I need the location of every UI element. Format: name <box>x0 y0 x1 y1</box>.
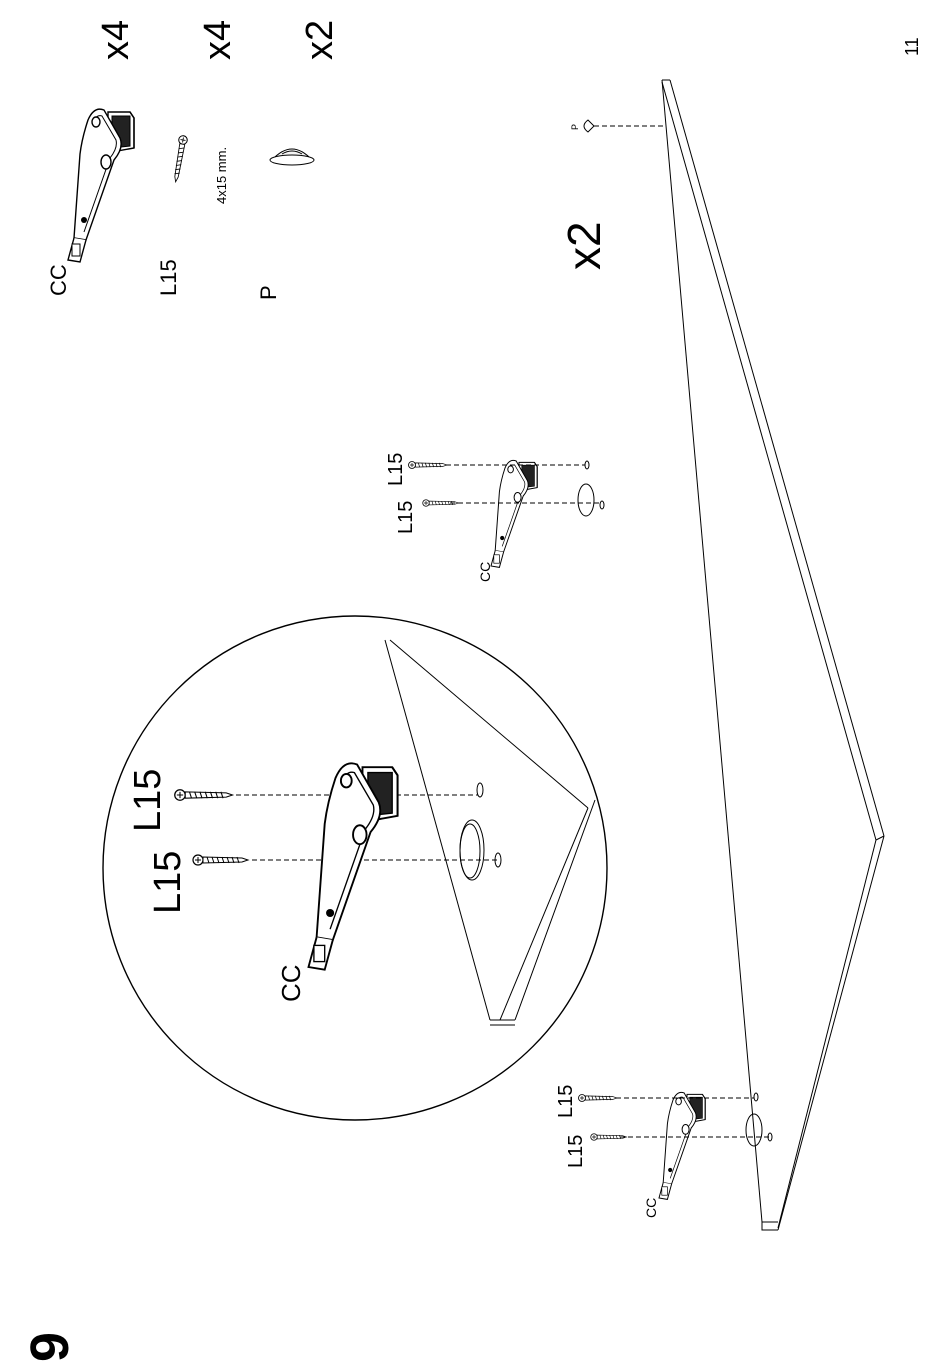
board-multiplier: x2 <box>558 221 610 270</box>
part-code-l15: L15 <box>156 259 181 296</box>
upper-bracket-label: CC <box>477 562 493 582</box>
parts-legend: CC L15 4x15 mm. P x4 x4 x2 <box>46 20 341 300</box>
step-number: 9 <box>20 1332 80 1362</box>
detail-screw-label-bottom: L15 <box>147 851 189 914</box>
detail-magnifier: L15 L15 CC <box>103 616 607 1120</box>
part-qty-p: x2 <box>299 20 341 60</box>
upper-screw-label-bottom: L15 <box>395 501 417 534</box>
upper-screw-label-top: L15 <box>385 453 407 486</box>
page-number: 11 <box>902 37 922 56</box>
board-cap: P <box>570 120 666 132</box>
lower-bracket-label: CC <box>643 1198 659 1218</box>
upper-bracket-assembly: L15 L15 CC <box>385 453 604 582</box>
part-code-cc: CC <box>46 264 71 296</box>
cap-icon <box>270 149 314 165</box>
part-qty-cc: x4 <box>95 20 137 60</box>
screw-icon <box>171 135 187 183</box>
lower-screw-label-bottom: L15 <box>565 1135 587 1168</box>
part-code-p: P <box>256 285 281 300</box>
detail-bracket-label: CC <box>276 964 306 1002</box>
board-panel <box>662 80 884 1230</box>
part-qty-l15: x4 <box>197 20 239 60</box>
detail-screw-label-top: L15 <box>127 769 169 832</box>
board-cap-label: P <box>570 124 580 130</box>
lower-bracket-assembly: L15 L15 CC <box>555 1085 772 1218</box>
corner-bracket-icon <box>68 109 134 262</box>
part-size-l15: 4x15 mm. <box>214 147 229 204</box>
lower-screw-label-top: L15 <box>555 1085 577 1118</box>
